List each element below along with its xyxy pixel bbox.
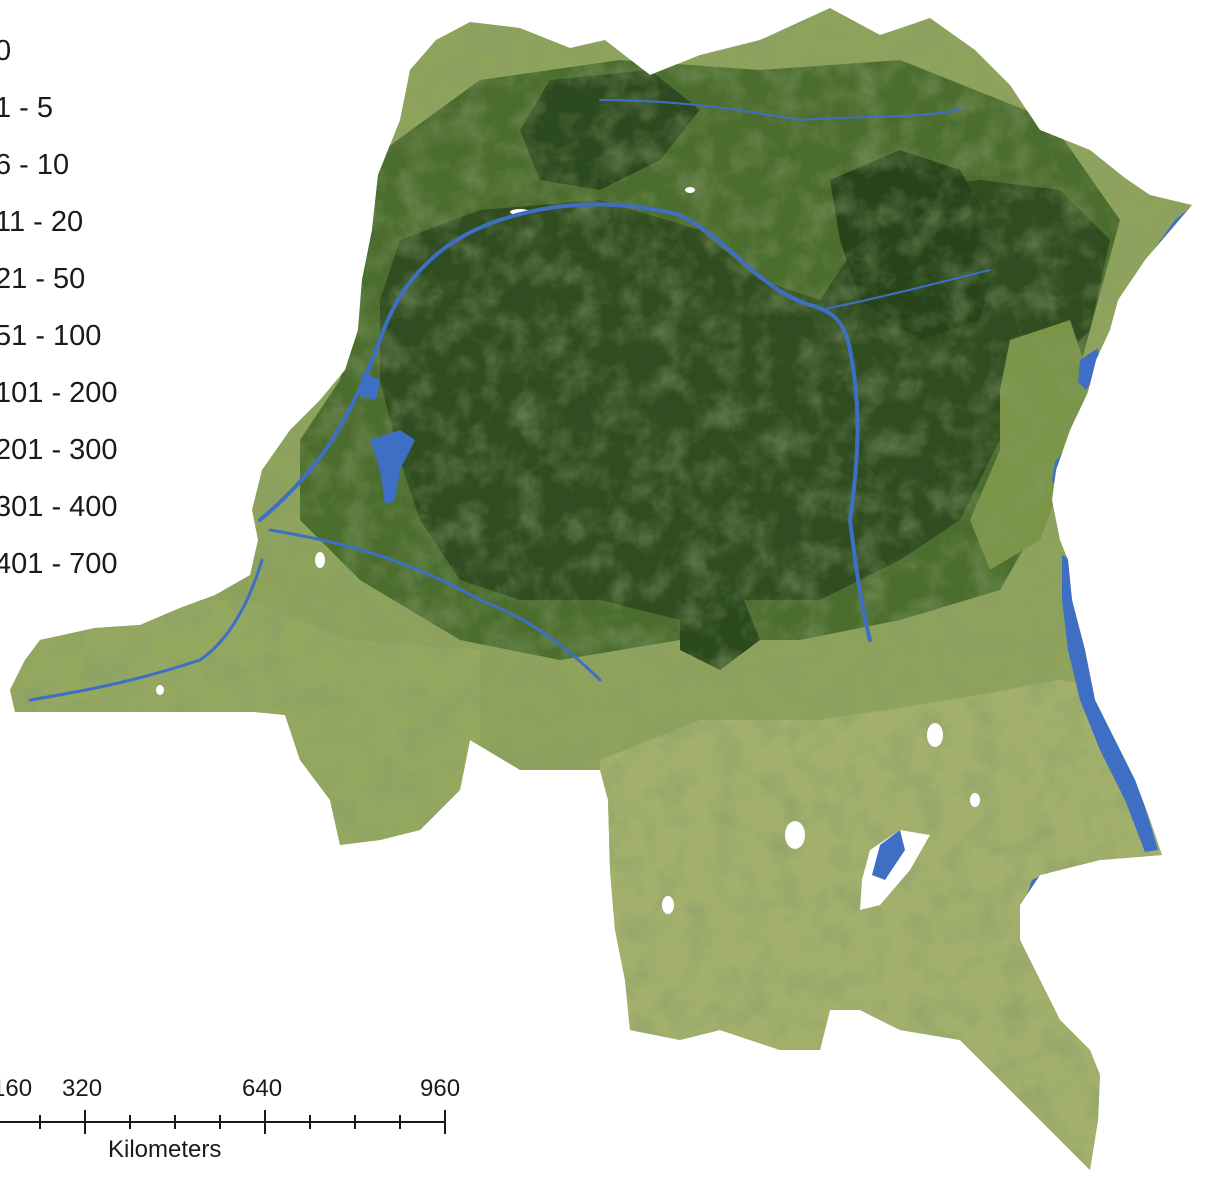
- scale-unit-label: Kilometers: [108, 1136, 221, 1163]
- aruwimi-river: [819, 269, 991, 311]
- scale-tick-label-0: 160: [0, 1075, 32, 1102]
- lower-congo-river: [28, 558, 264, 702]
- bare-patch-6: [685, 187, 695, 193]
- lake-tumba: [360, 372, 380, 400]
- scale-tick-label-3: 960: [420, 1075, 460, 1102]
- legend-label-8: 301 - 400: [0, 491, 118, 523]
- bare-patch-1: [785, 821, 805, 849]
- legend-label-3: 11 - 20: [0, 206, 83, 238]
- bare-patch-7: [970, 793, 980, 807]
- congo-river: [258, 202, 872, 642]
- ubangi-uele-river: [599, 99, 961, 122]
- legend: 0 1 - 5 6 - 10 11 - 20 21 - 50 51 - 100 101 - …: [0, 35, 118, 580]
- legend-label-0: 0: [0, 35, 11, 67]
- bare-patch-4: [315, 552, 325, 568]
- legend-label-9: 401 - 700: [0, 548, 118, 580]
- scale-tick-label-2: 640: [242, 1075, 282, 1102]
- bare-patch-upemba: [860, 830, 930, 910]
- bare-patch-8: [156, 685, 164, 695]
- lake-mai-ndombe: [370, 430, 415, 505]
- rivers: [28, 99, 991, 702]
- legend-label-2: 6 - 10: [0, 149, 69, 181]
- lake-edward: [1078, 348, 1100, 390]
- legend-label-6: 101 - 200: [0, 377, 118, 409]
- scale-tick-label-1: 320: [62, 1075, 102, 1102]
- kasai-river: [268, 528, 602, 682]
- scale-bar: 160 320 640 960 Kilometers: [0, 1075, 460, 1163]
- scale-minor-ticks: [39, 1110, 446, 1134]
- legend-label-5: 51 - 100: [0, 320, 101, 352]
- bare-patch-3: [662, 896, 674, 914]
- upemba-lakes: [872, 830, 905, 880]
- legend-label-4: 21 - 50: [0, 263, 85, 295]
- bare-patch-2: [927, 723, 943, 747]
- legend-label-7: 201 - 300: [0, 434, 118, 466]
- legend-label-1: 1 - 5: [0, 92, 53, 124]
